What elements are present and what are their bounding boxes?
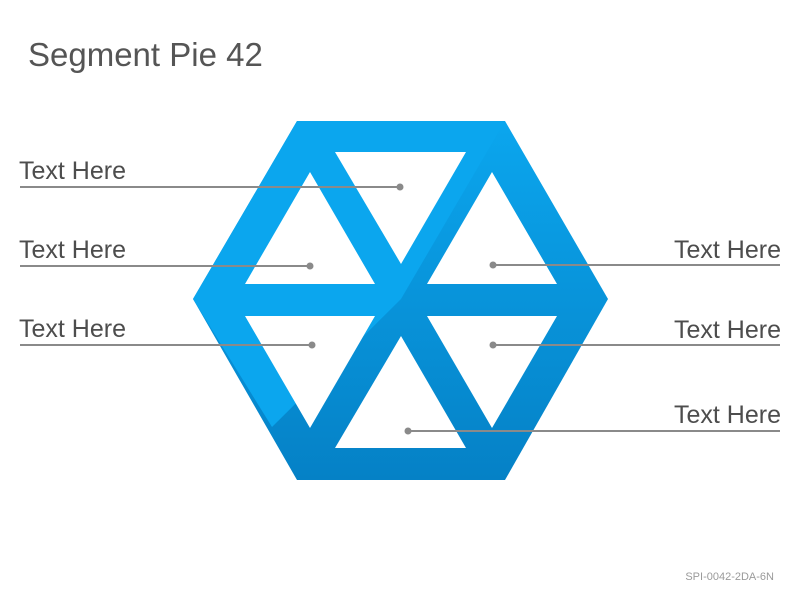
leader-dot-6 xyxy=(404,427,412,435)
label-right-3: Text Here xyxy=(674,401,781,429)
slide-code: SPI-0042-2DA-6N xyxy=(685,571,774,583)
label-left-2: Text Here xyxy=(19,236,126,264)
leader-dot-3 xyxy=(308,341,316,349)
label-right-2: Text Here xyxy=(674,316,781,344)
slide-title: Segment Pie 42 xyxy=(28,36,263,73)
segment-upper-left[interactable] xyxy=(245,172,375,284)
leader-dot-4 xyxy=(489,261,497,269)
segment-bottom[interactable] xyxy=(335,336,466,448)
label-right-1: Text Here xyxy=(674,236,781,264)
leader-dot-2 xyxy=(306,262,314,270)
leader-dot-1 xyxy=(396,183,404,191)
label-upper-left-1: Text Here xyxy=(19,157,126,185)
segment-upper-right[interactable] xyxy=(427,172,557,284)
segment-top[interactable] xyxy=(335,152,466,264)
label-left-3: Text Here xyxy=(19,315,126,343)
leader-dot-5 xyxy=(489,341,497,349)
